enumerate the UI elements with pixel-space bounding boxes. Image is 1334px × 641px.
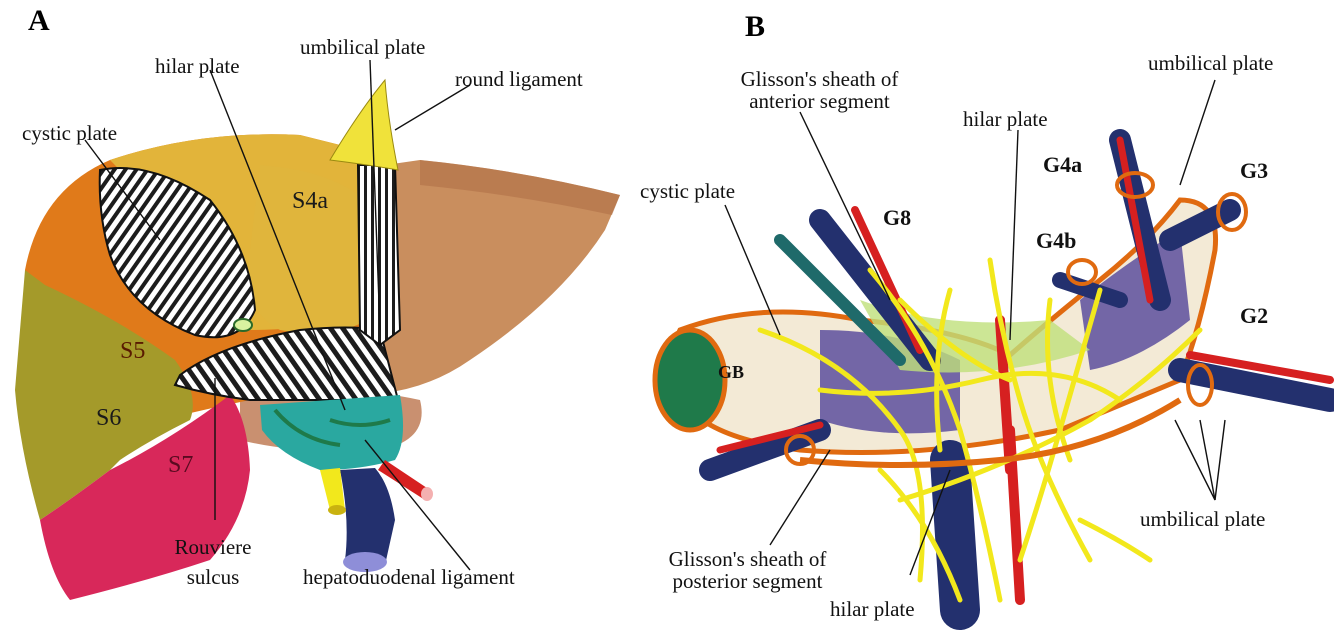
- label-cystic-plate-b: cystic plate: [640, 180, 735, 202]
- label-glisson-posterior-line2: posterior segment: [640, 570, 855, 592]
- label-hepatoduodenal-ligament: hepatoduodenal ligament: [303, 566, 515, 588]
- label-hilar-plate-a: hilar plate: [155, 55, 240, 77]
- label-rouviere-line1: Rouviere: [158, 532, 268, 562]
- label-glisson-anterior-line1: Glisson's sheath of: [712, 68, 927, 90]
- round-ligament-shape: [330, 80, 398, 170]
- panel-a-label: A: [28, 4, 50, 38]
- branch-label-g2: G2: [1240, 303, 1268, 329]
- gallbladder-shape: [655, 330, 725, 430]
- branch-label-g4b: G4b: [1036, 228, 1076, 254]
- label-glisson-posterior-line1: Glisson's sheath of: [640, 548, 855, 570]
- label-glisson-posterior: Glisson's sheath of posterior segment: [640, 548, 855, 592]
- label-hilar-plate-b-bottom: hilar plate: [830, 598, 915, 620]
- label-cystic-plate-a: cystic plate: [22, 122, 117, 144]
- label-rouviere-line2: sulcus: [158, 562, 268, 592]
- label-glisson-anterior: Glisson's sheath of anterior segment: [712, 68, 927, 112]
- branch-label-g4a: G4a: [1043, 152, 1082, 178]
- segment-label-s5: S5: [120, 338, 145, 365]
- label-rouviere-sulcus: Rouviere sulcus: [158, 532, 268, 592]
- branch-label-g8: G8: [883, 205, 911, 231]
- label-umbilical-plate-a: umbilical plate: [300, 36, 425, 58]
- label-round-ligament: round ligament: [455, 68, 583, 90]
- label-glisson-anterior-line2: anterior segment: [712, 90, 927, 112]
- segment-label-s7: S7: [168, 452, 193, 479]
- label-umbilical-plate-b-top: umbilical plate: [1148, 52, 1273, 74]
- segment-label-s6: S6: [96, 405, 121, 432]
- branch-label-gb: GB: [718, 362, 744, 383]
- hepatoduodenal-area: [260, 395, 403, 470]
- branch-label-g3: G3: [1240, 158, 1268, 184]
- label-hilar-plate-b-top: hilar plate: [963, 108, 1048, 130]
- segment-label-s4a: S4a: [292, 188, 328, 215]
- panel-b-label: B: [745, 10, 765, 44]
- label-umbilical-plate-b-right: umbilical plate: [1140, 508, 1265, 530]
